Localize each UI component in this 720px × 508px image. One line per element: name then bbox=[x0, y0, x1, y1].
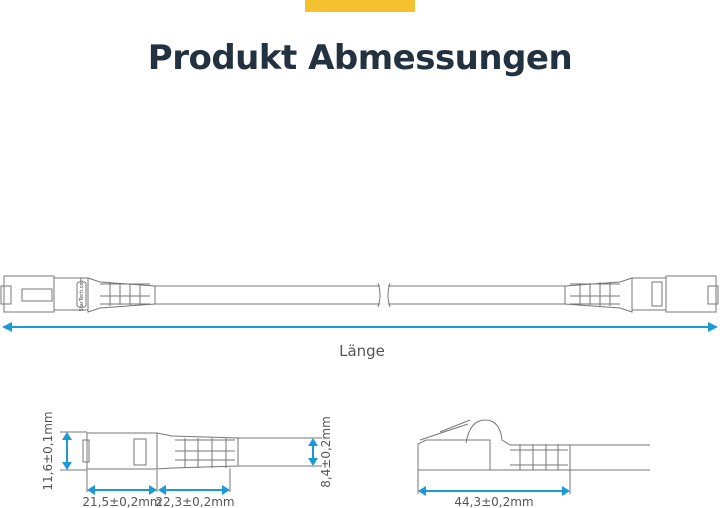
cable-diameter-label: 8,4±0,2mm bbox=[319, 416, 333, 488]
total-length-label: 44,3±0,2mm bbox=[454, 495, 533, 508]
cable-full-view: StarTech.com Länge bbox=[0, 275, 719, 360]
page-title: Produkt Abmessungen bbox=[147, 38, 573, 78]
connector-right bbox=[564, 275, 719, 313]
boot-length-label: 22,3±0,2mm bbox=[155, 495, 234, 508]
connector-detail-side-view: 44,3±0,2mm bbox=[417, 419, 650, 508]
plug-length-label: 21,5±0,2mm bbox=[82, 495, 161, 508]
brand-mark: StarTech.com bbox=[79, 278, 85, 312]
height-label: 11,6±0,1mm bbox=[41, 411, 55, 490]
connector-detail-top-view: 11,6±0,1mm 8,4±0,2mm 21,5±0,2mm 22,3±0,2… bbox=[41, 411, 333, 508]
connector-left: StarTech.com bbox=[0, 275, 156, 313]
length-label: Länge bbox=[339, 342, 385, 360]
accent-bar bbox=[305, 0, 415, 12]
